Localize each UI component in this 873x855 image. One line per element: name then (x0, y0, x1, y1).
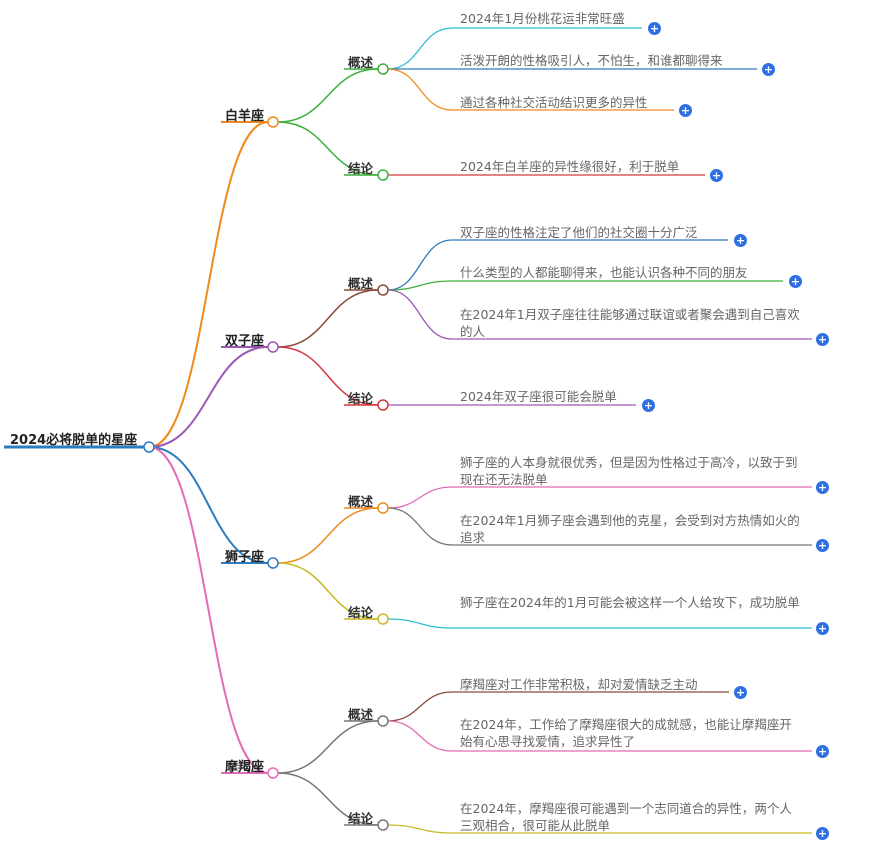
sub-label: 概述 (348, 494, 374, 509)
leaf-text: 2024年白羊座的异性缘很好，利于脱单 (460, 159, 680, 174)
sub-edge (277, 772, 379, 826)
expand-plus-icon[interactable]: + (734, 686, 747, 699)
sub-label: 概述 (348, 55, 374, 70)
branch-node-circle (267, 557, 279, 569)
leaf-edge (387, 507, 812, 546)
branch-node-circle (267, 116, 279, 128)
sub-label: 概述 (348, 276, 374, 291)
leaf-text: 在2024年，摩羯座很可能遇到一个志同道合的异性，两个人三观相合，很可能从此脱单 (460, 801, 792, 833)
leaf-edge (387, 27, 642, 70)
branch-label: 白羊座 (225, 109, 265, 124)
expand-plus-icon[interactable]: + (762, 63, 775, 76)
root-node-circle (143, 441, 155, 453)
expand-plus-icon[interactable]: + (648, 22, 661, 35)
sub-edge (277, 68, 379, 123)
sub-label: 结论 (348, 161, 374, 176)
expand-plus-icon[interactable]: + (789, 275, 802, 288)
expand-plus-icon[interactable]: + (710, 169, 723, 182)
expand-plus-icon[interactable]: + (816, 745, 829, 758)
sub-label: 结论 (348, 391, 374, 406)
sub-label: 结论 (348, 811, 374, 826)
sub-node-circle (377, 819, 389, 831)
sub-node-circle (377, 399, 389, 411)
expand-plus-icon[interactable]: + (679, 104, 692, 117)
leaf-text: 摩羯座对工作非常积极，却对爱情缺乏主动 (460, 677, 698, 692)
branch-label: 摩羯座 (225, 760, 265, 775)
sub-edge (277, 121, 379, 176)
expand-plus-icon[interactable]: + (816, 539, 829, 552)
leaf-edge (387, 68, 674, 111)
sub-edge (277, 289, 379, 348)
branch-edge (148, 346, 269, 448)
expand-plus-icon[interactable]: + (816, 333, 829, 346)
sub-edge (277, 562, 379, 620)
branch-label: 双子座 (225, 334, 265, 349)
sub-edge (277, 720, 379, 774)
leaf-text: 通过各种社交活动结识更多的异性 (460, 95, 648, 110)
leaf-text: 活泼开朗的性格吸引人，不怕生，和谁都聊得来 (460, 53, 723, 68)
branch-label: 狮子座 (225, 550, 265, 565)
expand-plus-icon[interactable]: + (734, 234, 747, 247)
sub-label: 结论 (348, 605, 374, 620)
leaf-edge (387, 691, 729, 722)
sub-node-circle (377, 502, 389, 514)
root-label: 2024必将脱单的星座 (10, 433, 138, 448)
sub-node-circle (377, 169, 389, 181)
expand-plus-icon[interactable]: + (816, 827, 829, 840)
leaf-text: 在2024年，工作给了摩羯座很大的成就感，也能让摩羯座开始有心思寻找爱情，追求异… (460, 717, 792, 749)
leaf-text: 2024年双子座很可能会脱单 (460, 389, 617, 404)
leaf-edge (387, 280, 783, 291)
leaf-text: 什么类型的人都能聊得来，也能认识各种不同的朋友 (460, 265, 748, 280)
leaf-text: 在2024年1月狮子座会遇到他的克星，会受到对方热情如火的追求 (460, 513, 800, 545)
leaf-text: 在2024年1月双子座往往能够通过联谊或者聚会遇到自己喜欢的人 (460, 307, 800, 339)
sub-node-circle (377, 63, 389, 75)
expand-plus-icon[interactable]: + (816, 481, 829, 494)
sub-node-circle (377, 284, 389, 296)
leaf-edge (387, 486, 812, 509)
branch-node-circle (267, 767, 279, 779)
leaf-text: 双子座的性格注定了他们的社交圈十分广泛 (460, 225, 698, 240)
sub-node-circle (377, 715, 389, 727)
leaf-edge (387, 720, 812, 752)
sub-edge (277, 346, 379, 406)
sub-node-circle (377, 613, 389, 625)
leaf-edge (387, 824, 812, 834)
branch-edge (148, 446, 269, 774)
leaf-edge (387, 618, 812, 629)
leaf-text: 狮子座在2024年的1月可能会被这样一个人给攻下，成功脱单 (460, 595, 800, 610)
leaf-edge (387, 239, 728, 291)
branch-node-circle (267, 341, 279, 353)
leaf-text: 2024年1月份桃花运非常旺盛 (460, 11, 625, 26)
sub-label: 概述 (348, 707, 374, 722)
leaf-text: 狮子座的人本身就很优秀，但是因为性格过于高冷，以致于到现在还无法脱单 (460, 455, 798, 487)
sub-edge (277, 507, 379, 564)
leaf-edge (387, 289, 812, 340)
expand-plus-icon[interactable]: + (642, 399, 655, 412)
expand-plus-icon[interactable]: + (816, 622, 829, 635)
